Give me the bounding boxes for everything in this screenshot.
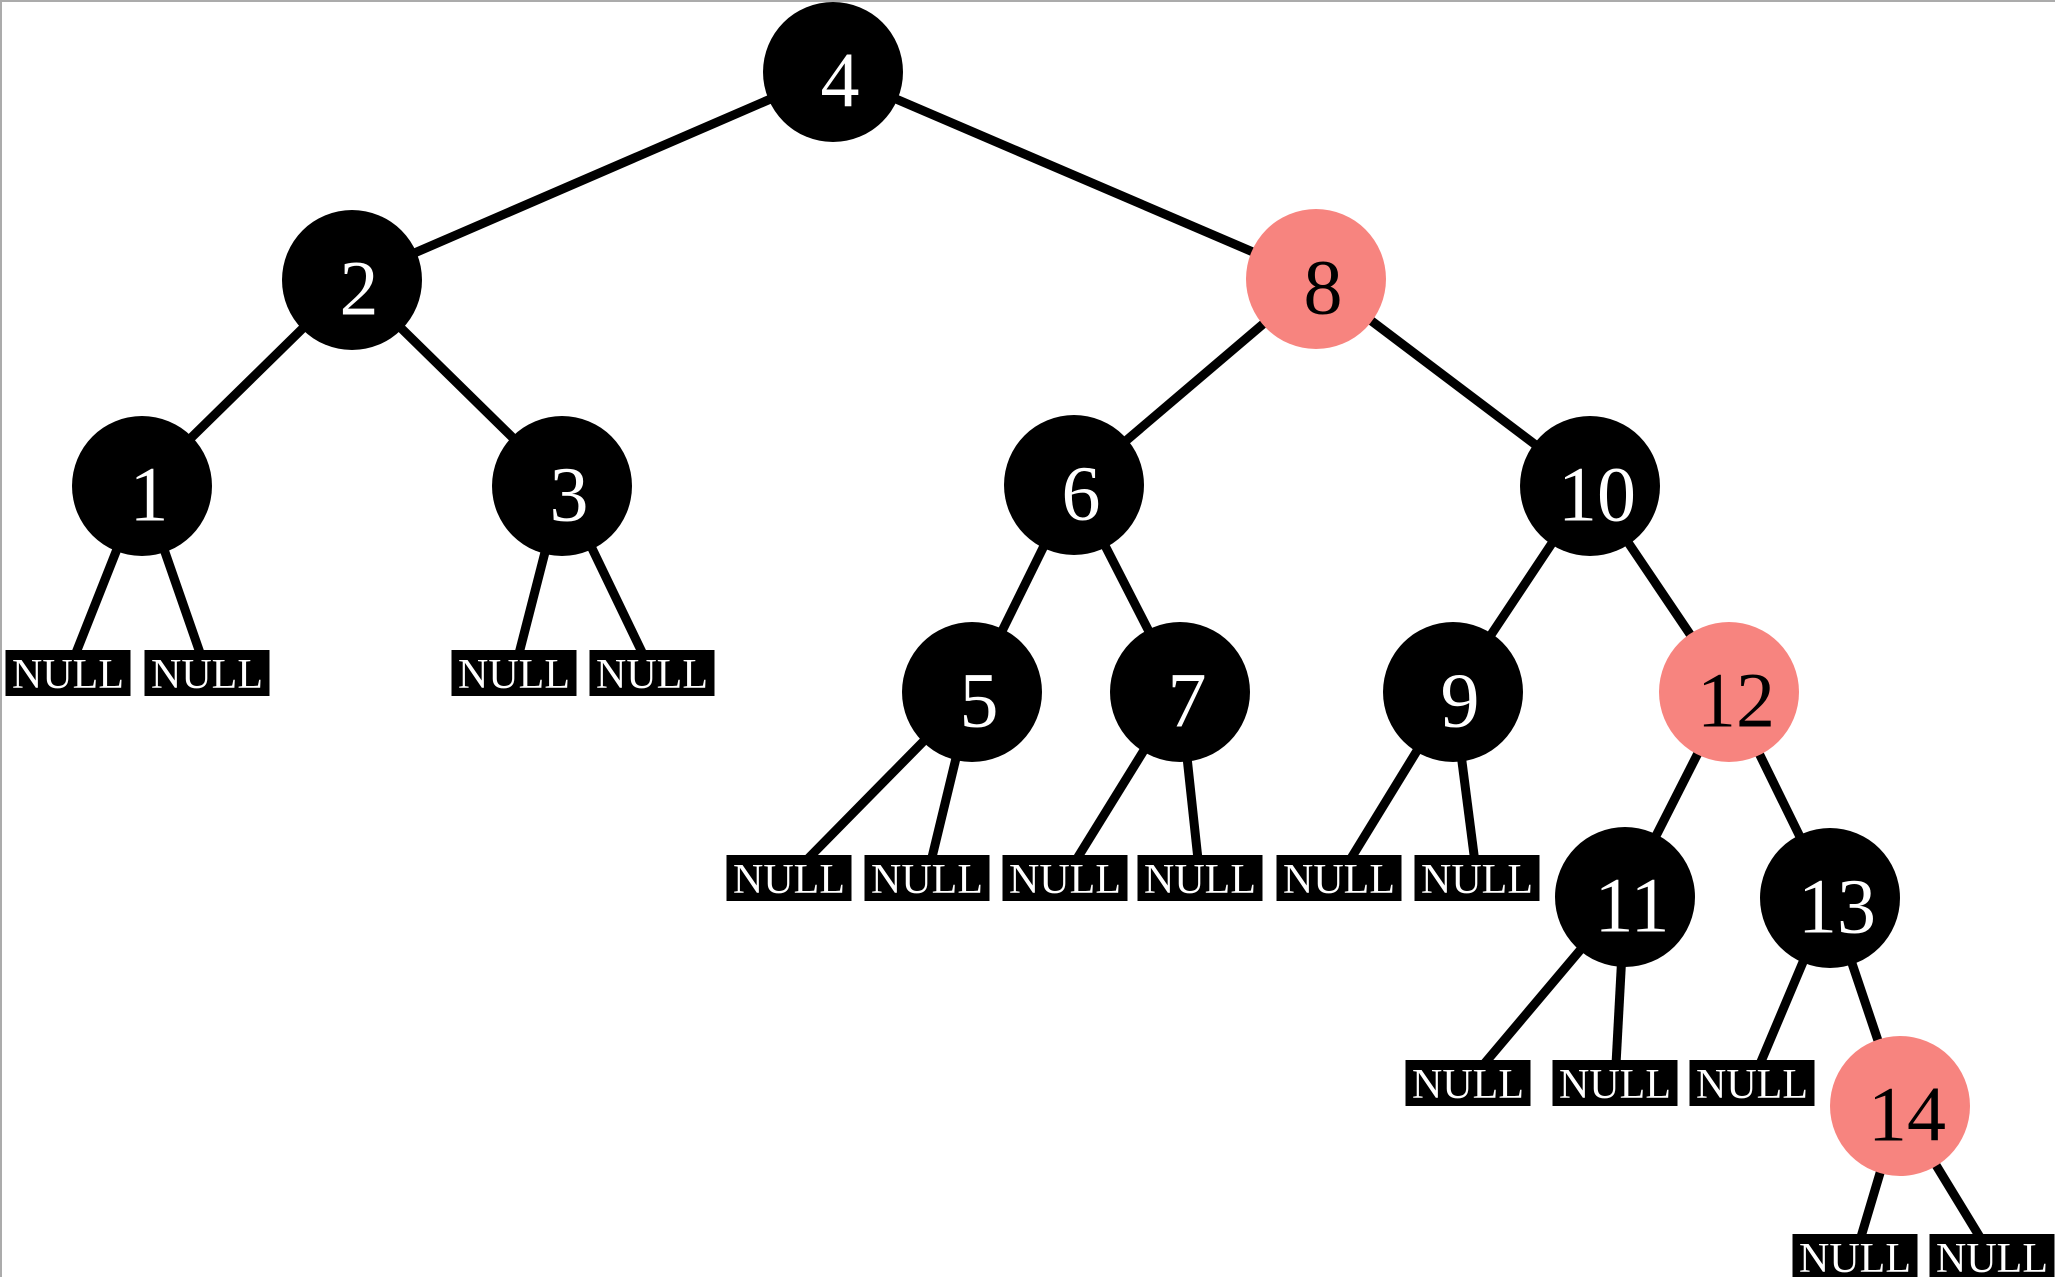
black-node-circle	[902, 622, 1042, 762]
null-leaf-box	[5, 650, 131, 696]
null-leaf-label: NULL	[1009, 857, 1121, 903]
null-leaf-box	[1929, 1234, 2055, 1277]
tree-node-label: 9	[1441, 657, 1480, 744]
tree-node-label: 6	[1062, 450, 1101, 537]
tree-node-8: 8	[1246, 209, 1386, 349]
null-leaf-n6: NULL	[864, 855, 990, 903]
tree-node-label: 1	[130, 451, 169, 538]
null-leaf-label: NULL	[1559, 1062, 1671, 1108]
tree-node-13: 13	[1760, 828, 1900, 968]
tree-node-1: 1	[72, 416, 212, 556]
tree-node-14: 14	[1830, 1036, 1970, 1176]
null-leaf-box	[726, 855, 852, 901]
null-leaf-box	[1552, 1060, 1678, 1106]
tree-node-10: 10	[1520, 416, 1660, 556]
null-leaf-box	[864, 855, 990, 901]
null-leaf-box	[1002, 855, 1128, 901]
null-leaf-label: NULL	[1283, 857, 1395, 903]
tree-node-label: 4	[821, 37, 860, 124]
null-layer: NULL NULL NULL NULL NULL NULL NULL NULL NULL NULL…	[5, 650, 2055, 1277]
black-node-circle	[492, 416, 632, 556]
null-leaf-box	[1414, 855, 1540, 901]
tree-node-label: 5	[960, 657, 999, 744]
black-node-circle	[1555, 827, 1695, 967]
null-leaf-box	[144, 650, 270, 696]
null-leaf-n7: NULL	[1002, 855, 1128, 903]
null-leaf-n4: NULL	[589, 650, 715, 698]
tree-node-2: 2	[282, 210, 422, 350]
red-node-circle	[1246, 209, 1386, 349]
null-leaf-box	[1276, 855, 1402, 901]
red-node-circle	[1659, 622, 1799, 762]
null-leaf-n11: NULL	[1405, 1060, 1531, 1108]
null-leaf-label: NULL	[12, 652, 124, 698]
tree-node-12: 12	[1659, 622, 1799, 762]
black-node-circle	[1760, 828, 1900, 968]
tree-node-label: 7	[1168, 657, 1207, 744]
null-leaf-box	[1405, 1060, 1531, 1106]
edge-4-8	[831, 67, 1318, 284]
tree-node-9: 9	[1383, 622, 1523, 762]
edge-4-2	[350, 67, 835, 285]
null-leaf-n15: NULL	[1929, 1234, 2055, 1277]
tree-node-7: 7	[1110, 622, 1250, 762]
tree-node-6: 6	[1004, 415, 1144, 555]
black-node-circle	[1110, 622, 1250, 762]
null-leaf-box	[451, 650, 577, 696]
null-leaf-n9: NULL	[1276, 855, 1402, 903]
black-node-circle	[1004, 415, 1144, 555]
null-leaf-n1: NULL	[5, 650, 131, 698]
null-leaf-n3: NULL	[451, 650, 577, 698]
tree-node-label: 13	[1798, 863, 1876, 950]
black-node-circle	[282, 210, 422, 350]
null-leaf-n5: NULL	[726, 855, 852, 903]
null-leaf-n2: NULL	[144, 650, 270, 698]
null-leaf-n13: NULL	[1689, 1060, 1815, 1108]
null-leaf-label: NULL	[733, 857, 845, 903]
null-leaf-n12: NULL	[1552, 1060, 1678, 1108]
null-leaf-label: NULL	[1696, 1062, 1808, 1108]
null-leaf-box	[1792, 1234, 1918, 1277]
tree-node-3: 3	[492, 416, 632, 556]
null-leaf-label: NULL	[1936, 1236, 2048, 1277]
tree-node-label: 12	[1697, 657, 1775, 744]
null-leaf-label: NULL	[1144, 857, 1256, 903]
tree-node-5: 5	[902, 622, 1042, 762]
null-leaf-label: NULL	[1412, 1062, 1524, 1108]
null-leaf-n10: NULL	[1414, 855, 1540, 903]
tree-node-label: 3	[550, 451, 589, 538]
black-node-circle	[1520, 416, 1660, 556]
tree-node-4: 4	[763, 2, 903, 142]
null-leaf-label: NULL	[1421, 857, 1533, 903]
tree-node-label: 10	[1558, 451, 1636, 538]
null-leaf-box	[589, 650, 715, 696]
null-leaf-box	[1137, 855, 1263, 901]
black-node-circle	[763, 2, 903, 142]
null-leaf-label: NULL	[1799, 1236, 1911, 1277]
null-leaf-label: NULL	[458, 652, 570, 698]
null-leaf-n8: NULL	[1137, 855, 1263, 903]
red-node-circle	[1830, 1036, 1970, 1176]
black-node-circle	[72, 416, 212, 556]
null-leaf-n14: NULL	[1792, 1234, 1918, 1277]
null-leaf-label: NULL	[151, 652, 263, 698]
tree-node-label: 11	[1594, 862, 1669, 949]
tree-node-label: 8	[1304, 244, 1343, 331]
tree-node-label: 14	[1868, 1071, 1946, 1158]
tree-node-label: 2	[340, 245, 379, 332]
null-leaf-box	[1689, 1060, 1815, 1106]
black-node-circle	[1383, 622, 1523, 762]
null-leaf-label: NULL	[871, 857, 983, 903]
tree-node-11: 11	[1555, 827, 1695, 967]
null-leaf-label: NULL	[596, 652, 708, 698]
